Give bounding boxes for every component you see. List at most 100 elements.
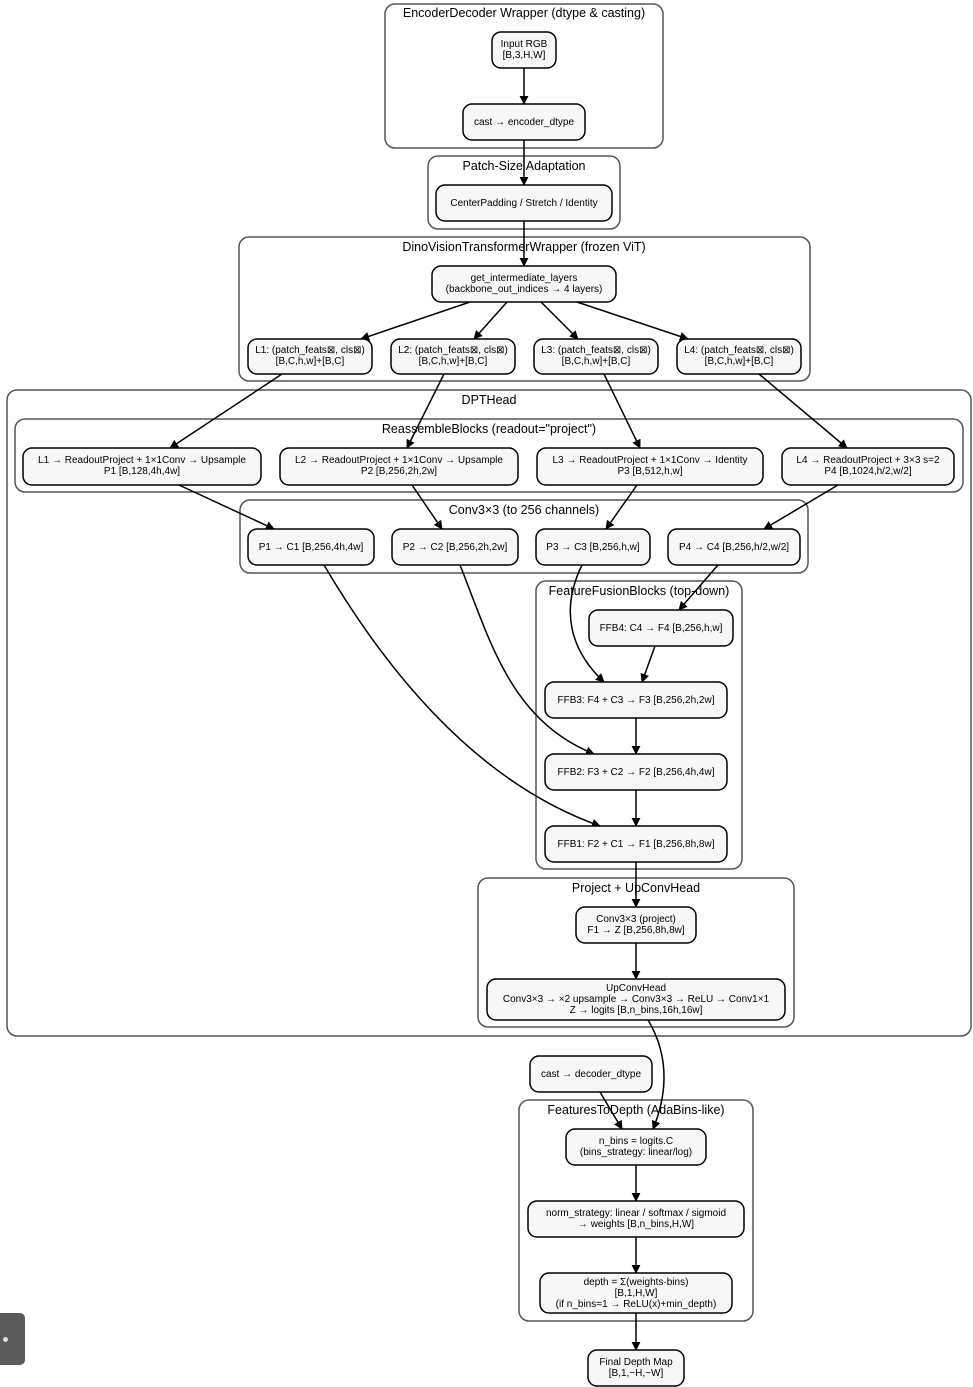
node-norm-strategy: norm_strategy: linear / softmax / sigmoi… [527,1200,745,1238]
svg-text:L3: (patch_feats⊠, cls⊠)[B,C,h: L3: (patch_feats⊠, cls⊠)[B,C,h,w]+[B,C] [541,345,651,367]
node-line: L1 → ReadoutProject + 1×1Conv → Upsample [38,455,246,466]
edge-layers-to-l1 [360,301,471,341]
svg-text:L2: (patch_feats⊠, cls⊠)[B,C,h: L2: (patch_feats⊠, cls⊠)[B,C,h,w]+[B,C] [398,345,508,367]
svg-text:FFB3: F4 + C3 → F3 [B,256,2h,2: FFB3: F4 + C3 → F3 [B,256,2h,2w] [557,695,714,706]
svg-text:Conv3×3 (project)F1 → Z [B,256: Conv3×3 (project)F1 → Z [B,256,8h,8w] [587,914,684,936]
node-line: [B,3,H,W] [503,50,546,61]
svg-text:cast → encoder_dtype: cast → encoder_dtype [474,117,574,128]
node-line: → weights [B,n_bins,H,W] [578,1219,694,1230]
svg-text:get_intermediate_layers(backbo: get_intermediate_layers(backbone_out_ind… [446,273,603,295]
node-ffb4: FFB4: C4 → F4 [B,256,h,w] [588,609,734,647]
cluster-title-dpt: DPTHead [462,393,517,407]
node-line: FFB4: C4 → F4 [B,256,h,w] [600,623,723,634]
node-line: FFB1: F2 + C1 → F1 [B,256,8h,8w] [557,839,714,850]
svg-text:CenterPadding / Stretch / Iden: CenterPadding / Stretch / Identity [450,198,597,209]
edge-l1-to-r1 [169,373,283,449]
node-conv-c2: P2 → C2 [B,256,2h,2w] [391,528,519,566]
svg-text:L4 → ReadoutProject + 3×3 s=2P: L4 → ReadoutProject + 3×3 s=2P4 [B,1024,… [796,455,940,477]
node-layer-l2: L2: (patch_feats⊠, cls⊠)[B,C,h,w]+[B,C] [390,338,516,375]
node-line: P2 → C2 [B,256,2h,2w] [403,542,508,553]
svg-text:L4: (patch_feats⊠, cls⊠)[B,C,h: L4: (patch_feats⊠, cls⊠)[B,C,h,w]+[B,C] [684,345,794,367]
svg-text:norm_strategy: linear / softma: norm_strategy: linear / softmax / sigmoi… [546,1208,726,1230]
svg-text:P1 → C1 [B,256,4h,4w]: P1 → C1 [B,256,4h,4w] [259,542,364,553]
nodes: Input RGB[B,3,H,W] cast → encoder_dtype … [22,31,955,1387]
side-panel-toggle-button[interactable] [0,1313,25,1365]
node-reassemble-l1: L1 → ReadoutProject + 1×1Conv → Upsample… [22,447,262,486]
node-line: P1 [B,128,4h,4w] [104,466,180,477]
edge-l2-to-r2 [406,373,445,449]
svg-text:depth = Σ(weights·bins)[B,1,H,: depth = Σ(weights·bins)[B,1,H,W](if n_bi… [556,1277,717,1310]
edge-l3-to-r3 [603,373,641,449]
cluster-feature-fusion-blocks: FeatureFusionBlocks (top-down) [535,580,743,870]
node-layer-l3: L3: (patch_feats⊠, cls⊠)[B,C,h,w]+[B,C] [533,338,659,375]
cluster-title-conv: Conv3×3 (to 256 channels) [449,503,599,517]
edge-c4-to-ffb4 [678,564,719,611]
handle-dot-icon [3,1337,8,1342]
node-line: L3 → ReadoutProject + 1×1Conv → Identity [552,455,747,466]
svg-text:n_bins = logits.C(bins_strateg: n_bins = logits.C(bins_strategy: linear/… [580,1136,692,1158]
cluster-title-features-to-depth: FeaturesToDepth (AdaBins-like) [547,1103,724,1117]
edge-castdec-to-nbins [599,1091,623,1130]
node-line: L4 → ReadoutProject + 3×3 s=2 [796,455,940,466]
svg-text:L1 → ReadoutProject + 1×1Conv: L1 → ReadoutProject + 1×1Conv → Upsample… [38,455,246,477]
edge-layers-to-l4 [576,301,689,341]
node-line: Conv3×3 → ×2 upsample → Conv3×3 → ReLU →… [503,994,770,1005]
node-line: norm_strategy: linear / softmax / sigmoi… [546,1208,726,1219]
node-line: P3 → C3 [B,256,h,w] [546,542,640,553]
svg-text:P3 → C3 [B,256,h,w]: P3 → C3 [B,256,h,w] [546,542,640,553]
edge-r2-to-c2 [411,484,443,530]
edge-c2-to-ffb2 [459,564,595,756]
node-line: L2: (patch_feats⊠, cls⊠) [398,345,508,356]
node-line: L3: (patch_feats⊠, cls⊠) [541,345,651,356]
node-line: (if n_bins=1 → ReLU(x)+min_depth) [556,1299,717,1310]
node-cast-encoder: cast → encoder_dtype [462,103,586,141]
svg-text:cast → decoder_dtype: cast → decoder_dtype [541,1069,641,1080]
edge-l4-to-r4 [758,373,848,449]
node-conv-c1: P1 → C1 [B,256,4h,4w] [247,528,375,566]
node-n-bins: n_bins = logits.C(bins_strategy: linear/… [565,1128,707,1166]
node-depth-sum: depth = Σ(weights·bins)[B,1,H,W](if n_bi… [539,1272,733,1314]
node-line: L2 → ReadoutProject + 1×1Conv → Upsample [295,455,503,466]
edge-r4-to-c4 [763,484,839,530]
node-center-padding: CenterPadding / Stretch / Identity [435,184,613,222]
cluster-title-reassemble: ReassembleBlocks (readout="project") [382,422,596,436]
node-reassemble-l3: L3 → ReadoutProject + 1×1Conv → Identity… [536,447,764,486]
edge-r1-to-c1 [178,484,275,530]
node-line: P4 [B,1024,h/2,w/2] [824,466,912,477]
cluster-reassemble-blocks: ReassembleBlocks (readout="project") [14,418,964,493]
node-ffb2: FFB2: F3 + C2 → F2 [B,256,4h,4w] [544,753,728,791]
node-line: [B,C,h,w]+[B,C] [419,356,488,367]
node-layer-l4: L4: (patch_feats⊠, cls⊠)[B,C,h,w]+[B,C] [676,338,802,375]
cluster-dpt-head: DPTHead [6,389,972,1037]
node-line: (backbone_out_indices → 4 layers) [446,284,603,295]
svg-text:L1: (patch_feats⊠, cls⊠)[B,C,h: L1: (patch_feats⊠, cls⊠)[B,C,h,w]+[B,C] [255,345,365,367]
node-line: L1: (patch_feats⊠, cls⊠) [255,345,365,356]
node-line: Conv3×3 (project) [596,914,676,925]
node-line: [B,1,H,W] [615,1288,658,1299]
node-cast-decoder: cast → decoder_dtype [529,1055,653,1093]
edge-r3-to-c3 [605,484,638,530]
cluster-conv3x3: Conv3×3 (to 256 channels) [239,499,809,574]
node-line: [B,C,h,w]+[B,C] [276,356,345,367]
node-conv-c3: P3 → C3 [B,256,h,w] [535,528,651,566]
svg-text:L2 → ReadoutProject + 1×1Conv: L2 → ReadoutProject + 1×1Conv → Upsample… [295,455,503,477]
node-line: UpConvHead [606,983,666,994]
svg-text:Input RGB[B,3,H,W]: Input RGB[B,3,H,W] [501,39,548,61]
node-line: (bins_strategy: linear/log) [580,1147,692,1158]
edge-c1-to-ffb1 [323,564,601,828]
node-line: P2 [B,256,2h,2w] [361,466,437,477]
svg-text:FFB4: C4 → F4 [B,256,h,w]: FFB4: C4 → F4 [B,256,h,w] [600,623,723,634]
node-line: [B,C,h,w]+[B,C] [562,356,631,367]
svg-text:L3 → ReadoutProject + 1×1Conv: L3 → ReadoutProject + 1×1Conv → Identity… [552,455,747,477]
node-reassemble-l2: L2 → ReadoutProject + 1×1Conv → Upsample… [279,447,519,486]
node-line: F1 → Z [B,256,8h,8w] [587,925,684,936]
node-ffb1: FFB1: F2 + C1 → F1 [B,256,8h,8w] [544,825,728,863]
svg-text:P2 → C2 [B,256,2h,2w]: P2 → C2 [B,256,2h,2w] [403,542,508,553]
edge-c3-to-ffb3 [569,564,605,683]
node-line: FFB3: F4 + C3 → F3 [B,256,2h,2w] [557,695,714,706]
node-ffb3: FFB3: F4 + C3 → F3 [B,256,2h,2w] [544,681,728,719]
node-line: P4 → C4 [B,256,h/2,w/2] [679,542,789,553]
